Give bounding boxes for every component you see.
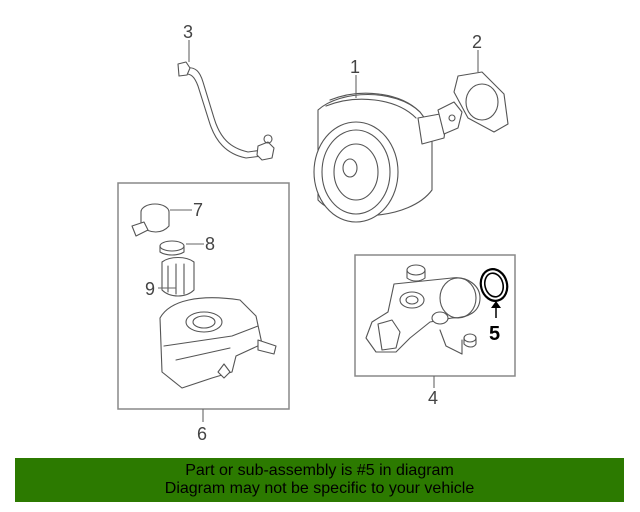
master-cylinder-box (354, 254, 516, 377)
callout-1[interactable]: 1 (350, 57, 360, 77)
arrow-up-icon (491, 301, 501, 308)
callout-7[interactable]: 7 (193, 200, 203, 220)
booster-gasket-part-2[interactable] (453, 71, 509, 133)
info-banner: Part or sub-assembly is #5 in diagram Di… (15, 458, 624, 502)
callout-3[interactable]: 3 (183, 22, 193, 42)
brake-booster-part-1[interactable] (313, 92, 463, 223)
reservoir-cap-part-7[interactable] (131, 203, 170, 237)
master-cylinder-plug[interactable] (406, 264, 426, 282)
callout-2[interactable]: 2 (472, 32, 482, 52)
callout-4[interactable]: 4 (428, 388, 438, 408)
vacuum-hose-part-3[interactable] (177, 61, 275, 161)
o-ring-seal-part-5[interactable] (477, 266, 510, 304)
callout-8[interactable]: 8 (205, 234, 215, 254)
callout-9[interactable]: 9 (145, 279, 155, 299)
reservoir-seal-part-8[interactable] (159, 240, 185, 256)
fluid-reservoir[interactable] (159, 297, 277, 389)
master-cylinder-grommet[interactable] (463, 333, 477, 348)
banner-line-1: Part or sub-assembly is #5 in diagram (185, 462, 454, 479)
reservoir-filter-part-9[interactable] (161, 256, 195, 297)
callout-6[interactable]: 6 (197, 424, 207, 444)
master-cylinder[interactable] (365, 277, 481, 355)
callout-5[interactable]: 5 (489, 323, 500, 345)
banner-line-2: Diagram may not be specific to your vehi… (164, 480, 475, 497)
